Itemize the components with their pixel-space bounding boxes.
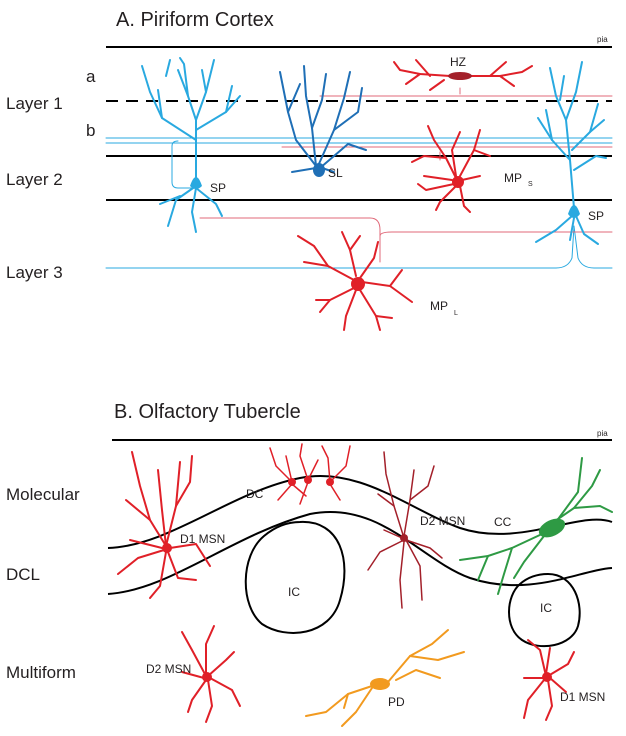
- sp-left-soma: [190, 177, 202, 189]
- pd-neuron: [305, 629, 465, 727]
- layer-1-label: Layer 1: [6, 94, 63, 113]
- sp-left-neuron: [141, 57, 241, 233]
- hz-neuron: [393, 59, 533, 91]
- multiform-label: Multiform: [6, 663, 76, 682]
- d2-msn-top-neuron: [367, 451, 443, 609]
- layer-2-label: Layer 2: [6, 170, 63, 189]
- mpl-label: MP: [430, 299, 448, 313]
- dcl-multiform-boundary: [107, 511, 613, 595]
- cc-soma: [538, 518, 566, 538]
- panel-b-olfactory-tubercle: B. Olfactory Tubercle pia Molecular DCL …: [6, 401, 613, 727]
- molecular-label: Molecular: [6, 485, 80, 504]
- mpl-neuron: [297, 231, 413, 331]
- dc-soma-1: [288, 478, 296, 486]
- dcl-label: DCL: [6, 565, 40, 584]
- axons-a: [105, 87, 613, 269]
- mps-label: MP: [504, 171, 522, 185]
- pia-label-b: pia: [597, 429, 608, 438]
- d2-msn-top-label: D2 MSN: [420, 514, 465, 528]
- d2-msn-bottom-label: D2 MSN: [146, 662, 191, 676]
- d1-msn-top-label: D1 MSN: [180, 532, 225, 546]
- sublayer-a-label: a: [86, 67, 96, 86]
- hz-soma: [448, 72, 472, 80]
- d1-msn-top-soma: [162, 543, 172, 553]
- sl-soma: [313, 163, 325, 177]
- sp-right-soma: [568, 205, 580, 218]
- pd-soma: [370, 678, 390, 690]
- ic-left-label: IC: [288, 585, 300, 599]
- sp-right-label: SP: [588, 209, 604, 223]
- d1-msn-bottom-neuron: [523, 639, 575, 721]
- mpl-soma: [351, 277, 365, 291]
- dc-label: DC: [246, 487, 264, 501]
- cc-label: CC: [494, 515, 512, 529]
- d2-msn-top-soma: [400, 534, 408, 542]
- dc-soma-2: [304, 476, 312, 484]
- ic-right-island: [508, 572, 581, 648]
- mps-subscript: S: [528, 181, 533, 188]
- pd-label: PD: [388, 695, 405, 709]
- panel-a-title: A. Piriform Cortex: [116, 9, 274, 31]
- mpl-subscript: L: [454, 310, 458, 317]
- hz-label: HZ: [450, 55, 466, 69]
- sl-label: SL: [328, 166, 343, 180]
- d1-msn-bottom-soma: [542, 672, 552, 682]
- mps-soma: [452, 176, 464, 188]
- cc-neuron: [459, 457, 613, 595]
- dc-neurons: [269, 443, 351, 505]
- panel-a-piriform-cortex: A. Piriform Cortex pia Layer 1 Layer 2 L…: [6, 9, 613, 331]
- d1-msn-bottom-label: D1 MSN: [560, 690, 605, 704]
- sp-left-label: SP: [210, 181, 226, 195]
- layer-3-label: Layer 3: [6, 263, 63, 282]
- sp-right-neuron: [535, 61, 607, 245]
- dc-soma-3: [326, 478, 334, 486]
- d1-msn-top-neuron: [117, 451, 211, 599]
- ic-left-island: [244, 520, 346, 634]
- d2-msn-bottom-soma: [202, 672, 212, 682]
- mps-neuron: [411, 125, 491, 213]
- d2-msn-bottom-neuron: [181, 625, 241, 723]
- panel-b-title: B. Olfactory Tubercle: [114, 401, 301, 423]
- sublayer-b-label: b: [86, 121, 95, 140]
- pia-label-a: pia: [597, 35, 608, 44]
- ic-right-label: IC: [540, 601, 552, 615]
